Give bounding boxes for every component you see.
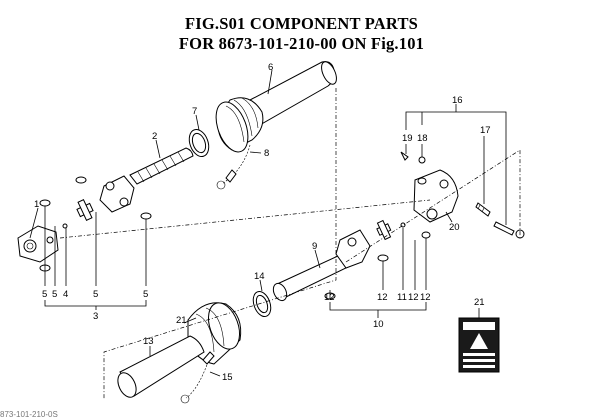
callout-6: 6 xyxy=(268,62,273,73)
callout-9: 9 xyxy=(312,241,317,252)
callout-12: 12 xyxy=(377,292,388,303)
bearing-ring-part-14 xyxy=(252,290,272,318)
grease-nipple xyxy=(62,223,68,229)
callout-16: 16 xyxy=(452,95,463,106)
outer-tube-part-6 xyxy=(249,61,337,127)
callout-12: 12 xyxy=(324,292,335,303)
leader-lines xyxy=(29,69,507,377)
circlip xyxy=(140,212,152,220)
callout-15: 15 xyxy=(222,372,233,383)
centerline xyxy=(59,199,431,239)
callout-18: 18 xyxy=(417,133,428,144)
callout-4: 4 xyxy=(63,289,68,300)
callout-7: 7 xyxy=(192,106,197,117)
callout-17: 17 xyxy=(480,125,491,136)
bolt-part-17 xyxy=(475,202,491,217)
callout-5: 5 xyxy=(42,289,47,300)
tractor-yoke-part-1 xyxy=(17,225,59,263)
callout-5: 5 xyxy=(93,289,98,300)
callout-10: 10 xyxy=(373,319,384,330)
circlip xyxy=(39,199,51,207)
circlip xyxy=(417,177,427,185)
safety-chain-part-8 xyxy=(216,144,251,190)
callout-21: 21 xyxy=(474,297,485,308)
inner-yoke xyxy=(99,175,135,213)
circlip xyxy=(75,176,87,184)
circlip xyxy=(421,231,431,239)
footer-reference: 873-101-210-0S xyxy=(0,410,58,419)
safety-chain-part-15 xyxy=(180,351,215,404)
upper-guard-cone xyxy=(215,97,264,153)
warning-label-part-21 xyxy=(458,317,500,373)
callout-12: 12 xyxy=(408,292,419,303)
callout-1: 1 xyxy=(34,199,39,210)
callout-5: 5 xyxy=(52,289,57,300)
figure-title: FIG.S01 COMPONENT PARTS xyxy=(184,14,419,33)
outer-tube-part-13 xyxy=(117,335,205,398)
callout-11: 11 xyxy=(397,292,407,303)
callout-13: 13 xyxy=(143,336,154,347)
nut-part-18 xyxy=(418,156,426,164)
assembly-boundary xyxy=(103,88,337,399)
splined-shaft-part-2 xyxy=(129,147,194,185)
inner-tube-part-9 xyxy=(272,254,351,302)
bolt-part-16 xyxy=(493,221,525,239)
callout-2: 2 xyxy=(152,131,157,142)
circlip xyxy=(377,254,389,262)
callout-21: 21 xyxy=(176,315,187,326)
callout-12: 12 xyxy=(420,292,431,303)
callout-19: 19 xyxy=(402,133,413,144)
figure-subtitle: FOR 8673-101-210-00 ON Fig.101 xyxy=(178,34,425,53)
pin-part-19 xyxy=(400,151,409,161)
callout-labels: 6 7 2 8 1 5 5 4 5 5 3 9 12 12 11 12 12 1… xyxy=(34,62,491,383)
bearing-ring-part-7 xyxy=(188,128,210,158)
callout-20: 20 xyxy=(449,222,460,233)
callout-5: 5 xyxy=(143,289,148,300)
callout-14: 14 xyxy=(254,271,265,282)
callout-3: 3 xyxy=(93,311,98,322)
callout-8: 8 xyxy=(264,148,269,159)
lower-guard-cone-part-21 xyxy=(187,302,242,365)
cross-journal-right xyxy=(376,219,392,241)
cross-journal-left xyxy=(76,199,94,221)
